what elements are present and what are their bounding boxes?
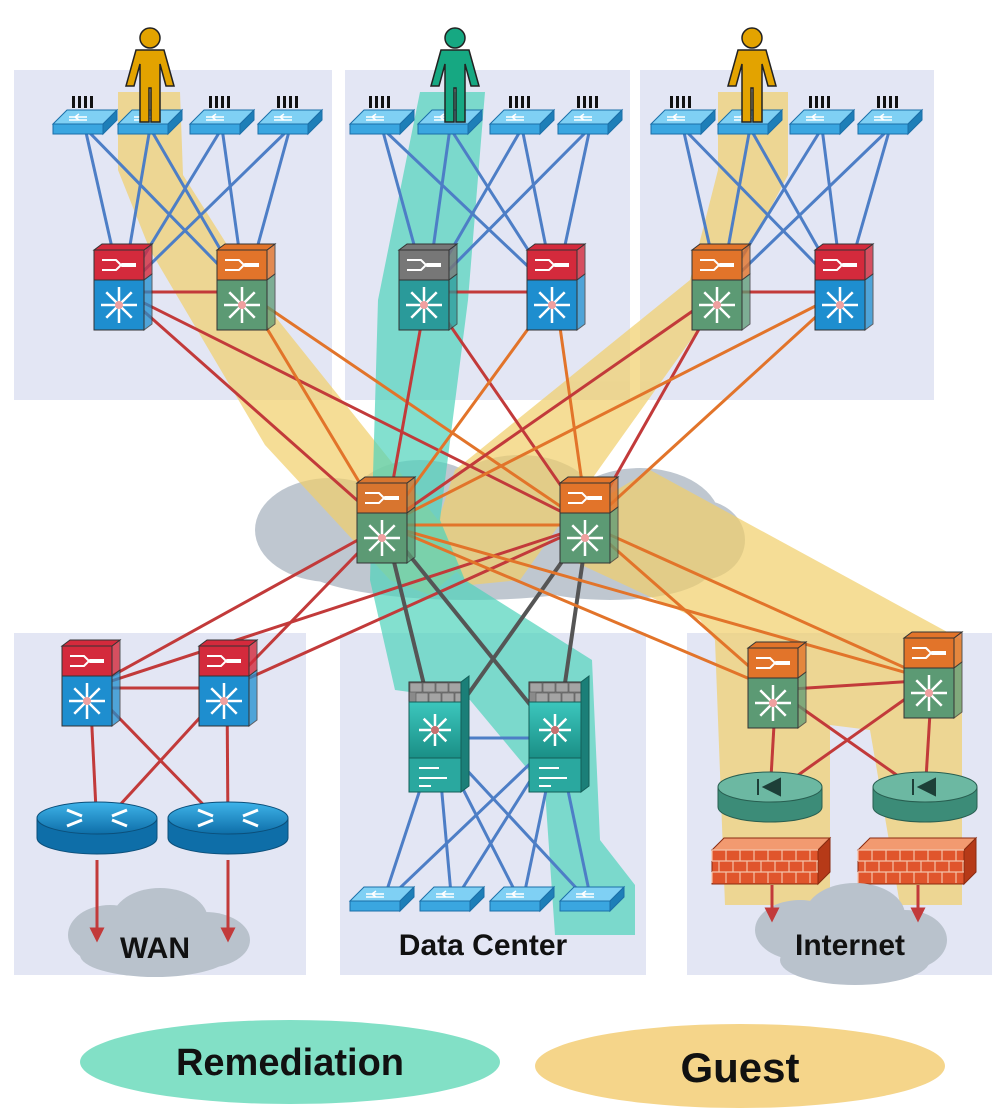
access-switch-icon (348, 108, 416, 136)
wan-uplink (89, 523, 386, 690)
port-indicator-icon (72, 96, 93, 108)
access-switch-icon (649, 108, 717, 136)
remediation-user-icon (430, 27, 480, 123)
internet-uplink (384, 523, 777, 692)
wan-router-icon (36, 801, 158, 855)
core-uplink (586, 290, 845, 527)
datacenter-switch-icon (528, 675, 590, 793)
internet-uplink (587, 523, 933, 682)
legend-guest-swatch (535, 1024, 945, 1108)
internet-uplink (384, 523, 933, 682)
access-switch-icon (188, 108, 256, 136)
wan-switch-icon (197, 639, 259, 727)
port-indicator-icon (670, 96, 691, 108)
wan-label: WAN (120, 932, 190, 965)
distribution-switch-icon (397, 243, 459, 331)
core-uplink (121, 290, 589, 527)
distribution-switch-icon (525, 243, 587, 331)
wan-uplink (89, 523, 589, 690)
datacenter-access-switch-icon (348, 885, 416, 913)
wan-switch-icon (60, 639, 122, 727)
guest-user-icon (125, 27, 175, 123)
port-indicator-icon (877, 96, 898, 108)
datacenter-label: Data Center (399, 929, 568, 962)
distribution-switch-icon (690, 243, 752, 331)
legend-remediation-label: Remediation (176, 1042, 404, 1084)
core-uplink (121, 290, 386, 527)
access-switch-icon (488, 108, 556, 136)
port-indicator-icon (809, 96, 830, 108)
edge-switch-icon (902, 631, 964, 719)
datacenter-access-switch-icon (558, 885, 626, 913)
core-switch-icon (355, 476, 417, 564)
vpn-concentrator-icon (872, 771, 978, 823)
firewall-icon (856, 836, 978, 886)
legend-remediation-swatch (80, 1020, 500, 1104)
legend: Remediation Guest (80, 1020, 945, 1108)
internet-label: Internet (795, 929, 905, 962)
access-switch-icon (556, 108, 624, 136)
datacenter-access-link (380, 736, 559, 907)
port-indicator-icon (277, 96, 298, 108)
internet-uplink (587, 523, 777, 692)
datacenter-access-switch-icon (488, 885, 556, 913)
distribution-switch-icon (813, 243, 875, 331)
core-uplink (384, 290, 844, 527)
legend-guest-label: Guest (680, 1044, 799, 1091)
port-indicator-icon (509, 96, 530, 108)
wan-uplink (226, 523, 589, 690)
guest-user-icon (727, 27, 777, 123)
egress-arrows (89, 860, 926, 943)
distribution-switch-icon (215, 243, 277, 331)
access-switch-icon (856, 108, 924, 136)
port-indicator-icon (209, 96, 230, 108)
datacenter-switch-icon (408, 675, 470, 793)
wan-router-icon (167, 801, 289, 855)
edge-switch-icon (746, 641, 808, 729)
port-indicator-icon (369, 96, 390, 108)
core-uplink (384, 290, 721, 527)
access-switch-icon (51, 108, 119, 136)
access-switch-icon (256, 108, 324, 136)
vpn-concentrator-icon (717, 771, 823, 823)
port-indicator-icon (577, 96, 598, 108)
datacenter-access-switch-icon (418, 885, 486, 913)
access-switch-icon (788, 108, 856, 136)
distribution-switch-icon (92, 243, 154, 331)
access-uplink (380, 126, 557, 294)
firewall-icon (710, 836, 832, 886)
core-switch-icon (558, 476, 620, 564)
datacenter-uplink (383, 523, 559, 740)
core-uplink (244, 290, 589, 527)
network-devices (36, 27, 978, 913)
